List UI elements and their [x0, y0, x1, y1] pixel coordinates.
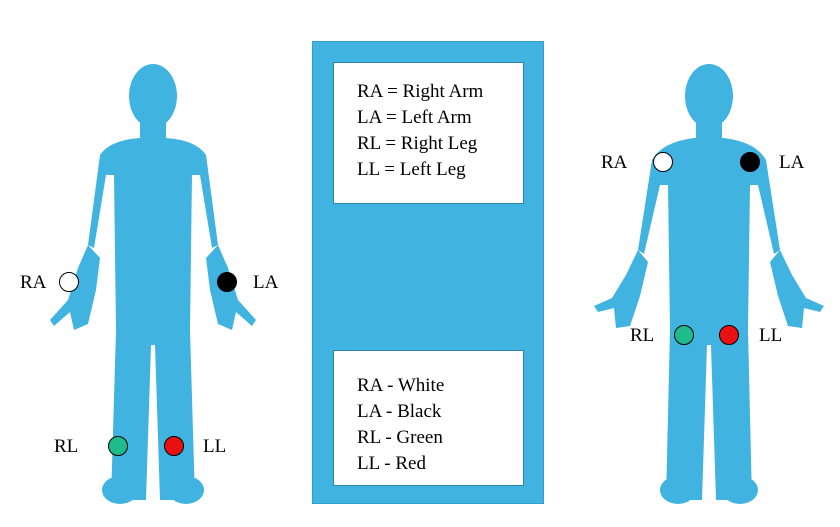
rl-electrode-torso	[674, 325, 694, 345]
right-body-figure	[590, 0, 830, 510]
legend-name-ra: RA = Right Arm	[357, 81, 484, 102]
electrode-colors-legend: RA - White LA - Black RL - Green LL - Re…	[333, 350, 524, 486]
legend-name-rl: RL = Right Leg	[357, 133, 478, 154]
electrode-names-legend: RA = Right Arm LA = Left Arm RL = Right …	[333, 62, 524, 204]
la-electrode	[217, 272, 237, 292]
legend-name-la: LA = Left Arm	[357, 107, 472, 128]
right-ra-label: RA	[601, 152, 628, 173]
right-ll-label: LL	[759, 325, 783, 346]
left-rl-label: RL	[54, 436, 79, 457]
rl-electrode	[108, 436, 128, 456]
legend-color-ra: RA - White	[357, 375, 445, 396]
right-la-label: LA	[779, 152, 805, 173]
left-ll-label: LL	[203, 436, 227, 457]
left-body-figure	[40, 0, 270, 510]
ll-electrode-torso	[719, 325, 739, 345]
legend-color-ll: LL - Red	[357, 453, 426, 474]
ra-electrode	[59, 272, 79, 292]
legend-color-rl: RL - Green	[357, 427, 443, 448]
legend-panel: RA = Right Arm LA = Left Arm RL = Right …	[312, 41, 544, 504]
legend-name-ll: LL = Left Leg	[357, 159, 466, 180]
legend-color-la: LA - Black	[357, 401, 442, 422]
la-electrode-torso	[740, 152, 760, 172]
right-rl-label: RL	[630, 325, 655, 346]
ra-electrode-torso	[653, 152, 673, 172]
ll-electrode	[164, 436, 184, 456]
left-la-label: LA	[253, 272, 279, 293]
left-ra-label: RA	[20, 272, 47, 293]
